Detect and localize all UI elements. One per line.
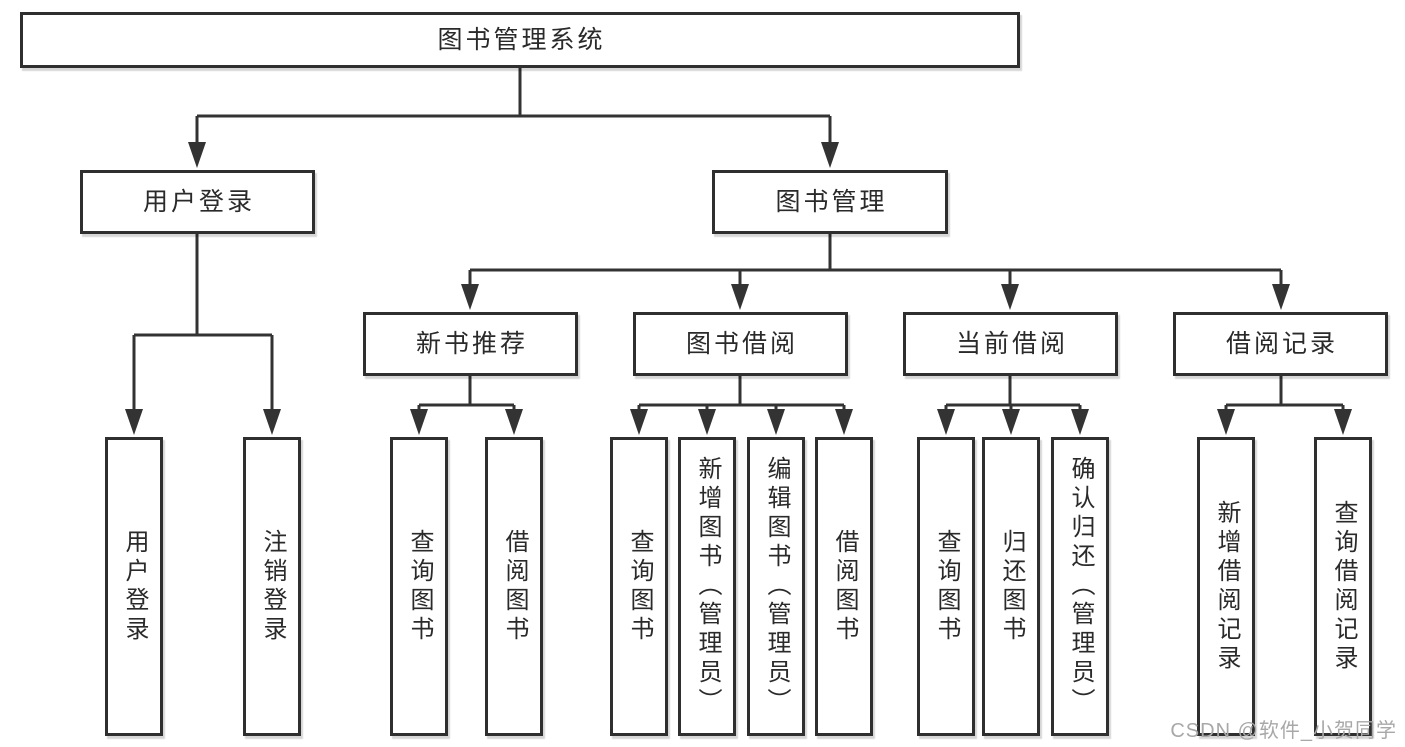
leaf-return-books: 归还图书 xyxy=(982,437,1040,736)
leaf-add-borrow-record: 新增借阅记录 xyxy=(1197,437,1255,736)
leaf-confirm-return-admin: 确认归还（管理员） xyxy=(1051,437,1109,736)
node-user-login: 用户登录 xyxy=(80,170,315,234)
csdn-watermark: CSDN @软件_小贺同学 xyxy=(1170,720,1397,742)
node-label: 图书借阅 xyxy=(685,329,798,358)
leaf-edit-books-admin: 编辑图书（管理员） xyxy=(747,437,805,736)
node-label: 借阅图书 xyxy=(501,528,528,645)
node-borrowing-records: 借阅记录 xyxy=(1173,312,1388,376)
node-new-book-recommendation: 新书推荐 xyxy=(363,312,578,376)
node-label: 归还图书 xyxy=(998,528,1025,645)
node-label: 新书推荐 xyxy=(415,329,528,358)
leaf-query-borrow-record: 查询借阅记录 xyxy=(1314,437,1372,736)
leaf-query-books-current: 查询图书 xyxy=(917,437,975,736)
node-label: 借阅图书 xyxy=(831,528,858,645)
leaf-add-books-admin: 新增图书（管理员） xyxy=(678,437,736,736)
node-label: 查询图书 xyxy=(626,528,653,645)
node-label: 图书管理 xyxy=(775,187,888,216)
node-library-management-system: 图书管理系统 xyxy=(20,12,1020,68)
leaf-query-books-recommend: 查询图书 xyxy=(390,437,448,736)
leaf-logout: 注销登录 xyxy=(243,437,301,736)
node-current-borrowing: 当前借阅 xyxy=(903,312,1118,376)
node-label: 用户登录 xyxy=(121,528,148,645)
node-label: 查询图书 xyxy=(933,528,960,645)
leaf-borrow-books-recommend: 借阅图书 xyxy=(485,437,543,736)
node-book-management: 图书管理 xyxy=(712,170,948,234)
node-label: 用户登录 xyxy=(142,187,255,216)
node-label: 编辑图书（管理员） xyxy=(763,456,790,717)
node-label: 借阅记录 xyxy=(1225,329,1338,358)
leaf-query-books-borrowing: 查询图书 xyxy=(610,437,668,736)
node-book-borrowing: 图书借阅 xyxy=(633,312,848,376)
leaf-borrow-books: 借阅图书 xyxy=(815,437,873,736)
leaf-user-login: 用户登录 xyxy=(105,437,163,736)
node-label: 当前借阅 xyxy=(955,329,1068,358)
node-label: 图书管理系统 xyxy=(437,25,606,54)
node-label: 查询借阅记录 xyxy=(1330,499,1357,674)
node-label: 查询图书 xyxy=(406,528,433,645)
node-label: 新增图书（管理员） xyxy=(694,456,721,717)
node-label: 注销登录 xyxy=(259,528,286,645)
node-label: 新增借阅记录 xyxy=(1213,499,1240,674)
node-label: 确认归还（管理员） xyxy=(1067,456,1094,717)
